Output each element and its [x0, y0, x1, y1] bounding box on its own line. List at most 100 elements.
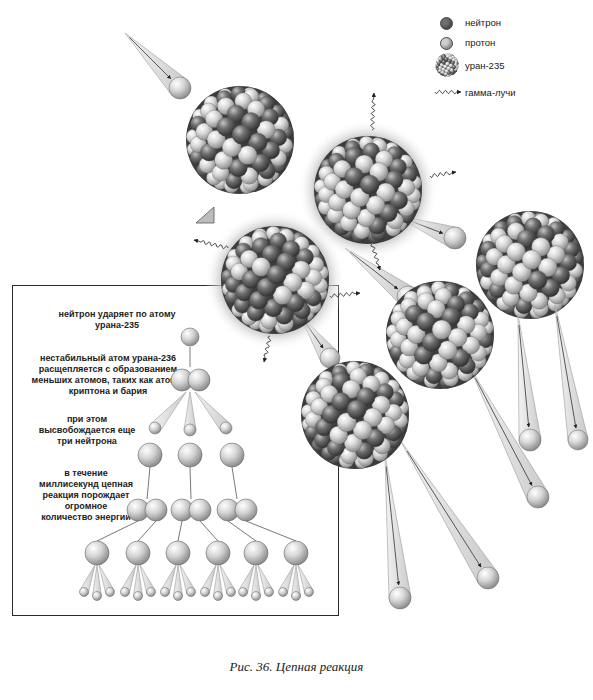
art-shape — [174, 592, 183, 601]
art-shape — [305, 425, 320, 440]
art-shape — [565, 238, 579, 252]
art-shape — [342, 380, 360, 398]
art-shape — [489, 282, 506, 299]
art-shape — [567, 263, 582, 278]
art-shape — [400, 209, 415, 224]
art-shape — [426, 367, 443, 384]
art-shape — [169, 77, 191, 99]
art-shape — [279, 588, 288, 597]
art-shape — [514, 303, 529, 318]
art-shape — [220, 443, 244, 467]
art-shape — [238, 146, 257, 165]
art-shape — [308, 384, 322, 398]
art-shape — [106, 588, 115, 597]
art-shape — [321, 159, 335, 173]
art-shape — [252, 565, 261, 596]
art-shape — [205, 110, 223, 128]
art-shape — [371, 137, 385, 151]
neutron-trail — [345, 248, 419, 308]
art-shape — [391, 311, 407, 327]
art-shape — [568, 271, 582, 285]
art-shape — [243, 89, 259, 105]
art-shape — [418, 283, 432, 297]
art-shape — [300, 315, 338, 364]
art-shape — [328, 451, 342, 465]
art-shape — [247, 304, 264, 321]
art-shape — [394, 401, 408, 415]
art-shape — [503, 301, 517, 315]
art-shape — [399, 352, 416, 369]
art-shape — [282, 240, 299, 257]
step-note: в течение миллисекунд цепная реакция пор… — [39, 468, 133, 523]
art-shape — [190, 150, 205, 165]
art-shape — [533, 301, 549, 317]
art-shape — [344, 434, 362, 452]
art-shape — [306, 391, 322, 407]
art-shape — [458, 291, 474, 307]
art-shape — [275, 320, 289, 334]
neutron-trail — [400, 440, 499, 589]
art-shape — [138, 521, 156, 541]
art-shape — [235, 93, 252, 110]
art-shape — [341, 226, 355, 240]
art-shape — [243, 176, 259, 192]
art-shape — [444, 227, 466, 249]
art-shape — [360, 175, 379, 194]
art-shape — [252, 238, 269, 255]
legend-symbol — [433, 53, 463, 81]
uranium-nucleus — [301, 361, 409, 469]
art-shape — [370, 163, 389, 182]
art-shape — [373, 446, 388, 461]
art-shape — [257, 92, 271, 106]
art-shape — [404, 291, 419, 306]
art-shape — [490, 268, 508, 286]
art-shape — [547, 217, 561, 231]
art-shape — [270, 233, 287, 250]
art-shape — [320, 385, 338, 403]
art-shape — [395, 215, 459, 248]
art-shape — [508, 213, 522, 227]
art-shape — [358, 364, 374, 380]
art-shape — [401, 167, 417, 183]
art-shape — [470, 324, 487, 341]
art-shape — [267, 265, 286, 284]
art-shape — [201, 588, 210, 597]
art-shape — [521, 211, 536, 226]
art-shape — [448, 328, 467, 347]
art-shape — [407, 451, 481, 567]
art-shape — [125, 33, 188, 96]
art-shape — [458, 366, 473, 381]
art-shape — [390, 331, 406, 347]
art-shape — [457, 287, 471, 301]
art-shape — [377, 416, 395, 434]
art-shape — [345, 141, 361, 157]
art-shape — [504, 276, 522, 294]
art-shape — [393, 217, 407, 231]
art-shape — [371, 139, 387, 155]
art-shape — [277, 253, 296, 272]
neutron-trail — [121, 565, 137, 597]
art-shape — [320, 348, 340, 368]
art-shape — [390, 191, 408, 209]
art-shape — [231, 263, 248, 280]
neutron-trail — [140, 565, 156, 597]
art-shape — [397, 358, 411, 372]
art-shape — [477, 267, 491, 281]
art-shape — [315, 192, 329, 206]
art-shape — [184, 424, 196, 436]
art-shape — [385, 404, 402, 421]
art-shape — [261, 108, 278, 125]
art-shape — [147, 588, 156, 597]
art-shape — [270, 105, 285, 120]
neutron-trail — [470, 368, 549, 508]
art-shape — [563, 242, 579, 258]
art-shape — [470, 300, 485, 315]
art-shape — [201, 565, 216, 594]
art-shape — [217, 91, 233, 107]
art-shape — [310, 253, 324, 267]
art-shape — [189, 499, 211, 521]
art-shape — [140, 565, 155, 594]
art-shape — [300, 307, 314, 321]
